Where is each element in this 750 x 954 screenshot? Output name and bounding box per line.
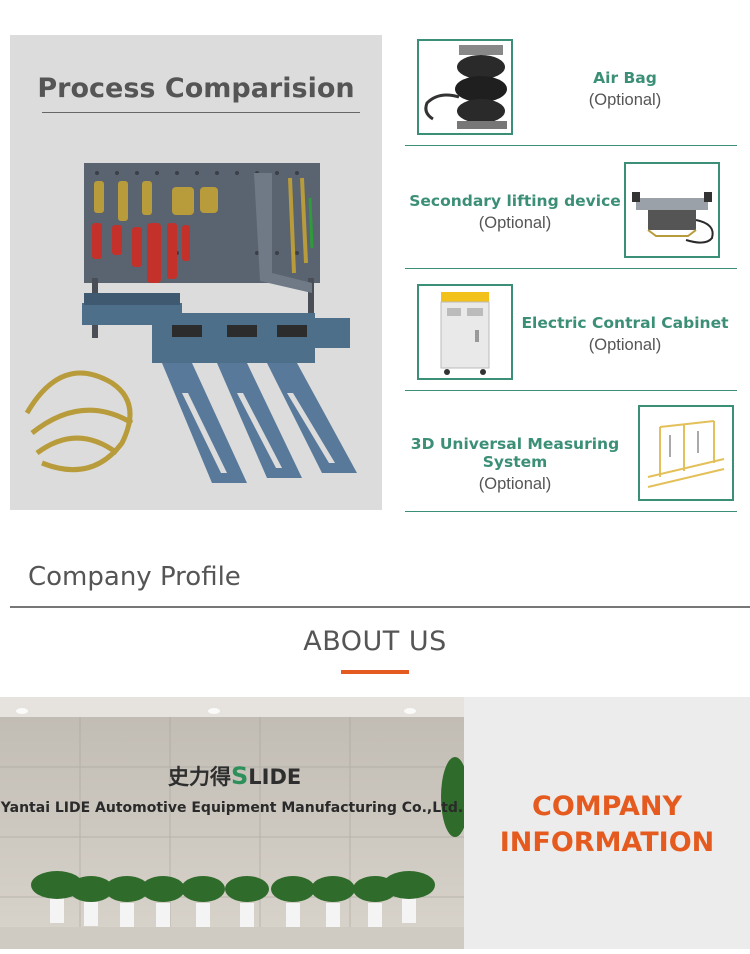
option-name: 3D Universal Measuring System (410, 435, 620, 471)
lobby-brand-logo: 史力得SLIDE (168, 761, 301, 791)
measuring-system-thumbnail (638, 405, 734, 501)
lobby-background (0, 697, 464, 949)
option-name: Secondary lifting device (409, 192, 621, 210)
measuring-system-icon (647, 420, 725, 488)
tool-rack-image (24, 163, 357, 483)
process-comparison-panel: Process Comparision (10, 35, 382, 510)
option-electric-control-cabinet: Electric Contral Cabinet (Optional) (405, 281, 737, 391)
cabinet-icon (440, 292, 490, 375)
divider (405, 145, 737, 146)
about-us-heading: ABOUT US (303, 626, 447, 657)
company-lobby-photo: 史力得SLIDE Yantai LIDE Automotive Equipmen… (0, 697, 464, 949)
brand-chinese: 史力得 (168, 765, 231, 789)
company-information-title: COMPANY INFORMATION (464, 789, 750, 861)
option-3d-measuring-system: 3D Universal Measuring System (Optional) (405, 402, 737, 512)
air-bag-icon (424, 45, 507, 129)
info-line-2: INFORMATION (499, 827, 715, 858)
option-optional: (Optional) (588, 336, 662, 354)
divider (405, 511, 737, 512)
company-information-panel: COMPANY INFORMATION (464, 697, 750, 949)
brand-rest: LIDE (248, 765, 302, 789)
option-name: Electric Contral Cabinet (521, 314, 729, 332)
option-name: Air Bag (593, 69, 657, 87)
cabinet-thumbnail (417, 284, 513, 380)
info-line-1: COMPANY (532, 791, 682, 822)
lifting-device-thumbnail (624, 162, 720, 258)
option-optional: (Optional) (478, 475, 552, 493)
option-air-bag: Air Bag (Optional) (405, 36, 737, 146)
divider (405, 268, 737, 269)
process-title: Process Comparision (37, 73, 355, 104)
option-optional: (Optional) (478, 214, 552, 232)
divider (405, 390, 737, 391)
lifting-device-icon (632, 192, 714, 244)
about-us-accent-bar (341, 670, 409, 674)
profile-divider (10, 606, 750, 608)
company-profile-heading: Company Profile (28, 562, 241, 592)
lobby-company-name: Yantai LIDE Automotive Equipment Manufac… (0, 800, 464, 816)
option-optional: (Optional) (588, 91, 662, 109)
option-secondary-lifting-device: Secondary lifting device (Optional) (405, 159, 737, 269)
brand-s: S (231, 762, 249, 790)
air-bag-thumbnail (417, 39, 513, 135)
process-title-underline (42, 112, 360, 113)
